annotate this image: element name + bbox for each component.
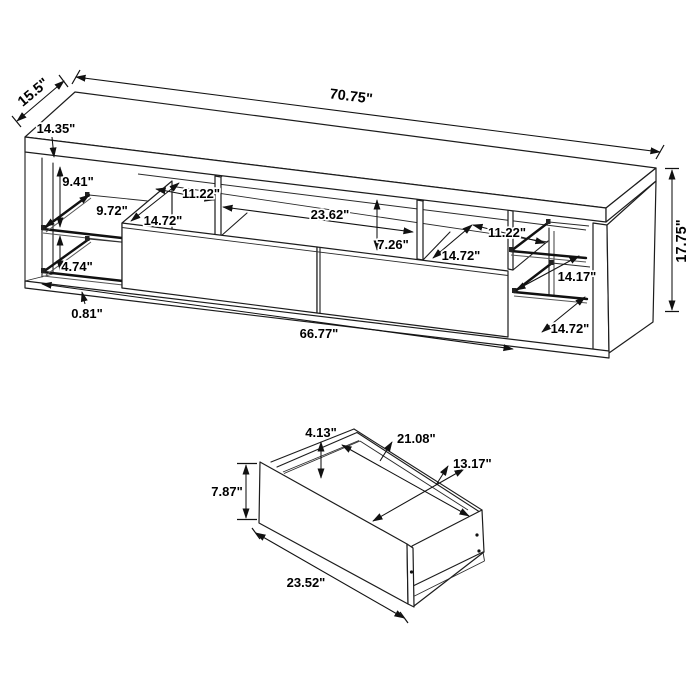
dim-overall-width: 70.75" [329,86,374,107]
dim-center-cubby-width: 23.62" [311,207,350,222]
dim-overall-height: 17.75" [674,219,690,262]
dim-inner-height: 4.13" [305,425,336,440]
dim-drawer-span: 66.77" [300,326,339,341]
stand-dimensions: 70.75" 15.5" 17.75" 14.35" 9.41" 9.72" 4… [11,69,692,352]
dim-inner-depth: 13.17" [453,456,492,471]
dim-cubby-height: 7.26" [377,237,408,252]
dim-left-cubby-width: 11.22" [182,186,220,201]
dim-lower-shelf-gap: 4.74" [61,259,92,274]
dim-right-cubby-width: 11.22" [488,225,526,240]
tv-stand-drawing: 70.75" 15.5" 17.75" 14.35" 9.41" 9.72" 4… [11,69,692,359]
drawer-front-panel [258,461,415,608]
dim-left-cubby-depth: 14.72" [144,213,183,228]
dim-overall-depth: 15.5" [15,75,52,110]
dim-right-cubby-depth: 14.72" [442,248,481,263]
drawer-dimensions: 4.13" 21.08" 13.17" 7.87" 23.52" [210,423,493,624]
dim-right-shelf-gap: 14.17" [558,269,597,284]
dim-shelf-depth: 9.72" [96,203,127,218]
dim-right-lower-depth: 14.72" [551,321,590,336]
drawer-drawing: 4.13" 21.08" 13.17" 7.87" 23.52" [210,423,493,624]
dim-base-thickness: 0.81" [71,306,102,321]
dim-front-width: 23.52" [287,575,326,590]
dim-front-height: 7.87" [211,484,242,499]
dim-top-depth: 14.35" [37,121,76,136]
dim-upper-shelf-gap: 9.41" [62,174,93,189]
dim-inner-width: 21.08" [397,431,436,446]
